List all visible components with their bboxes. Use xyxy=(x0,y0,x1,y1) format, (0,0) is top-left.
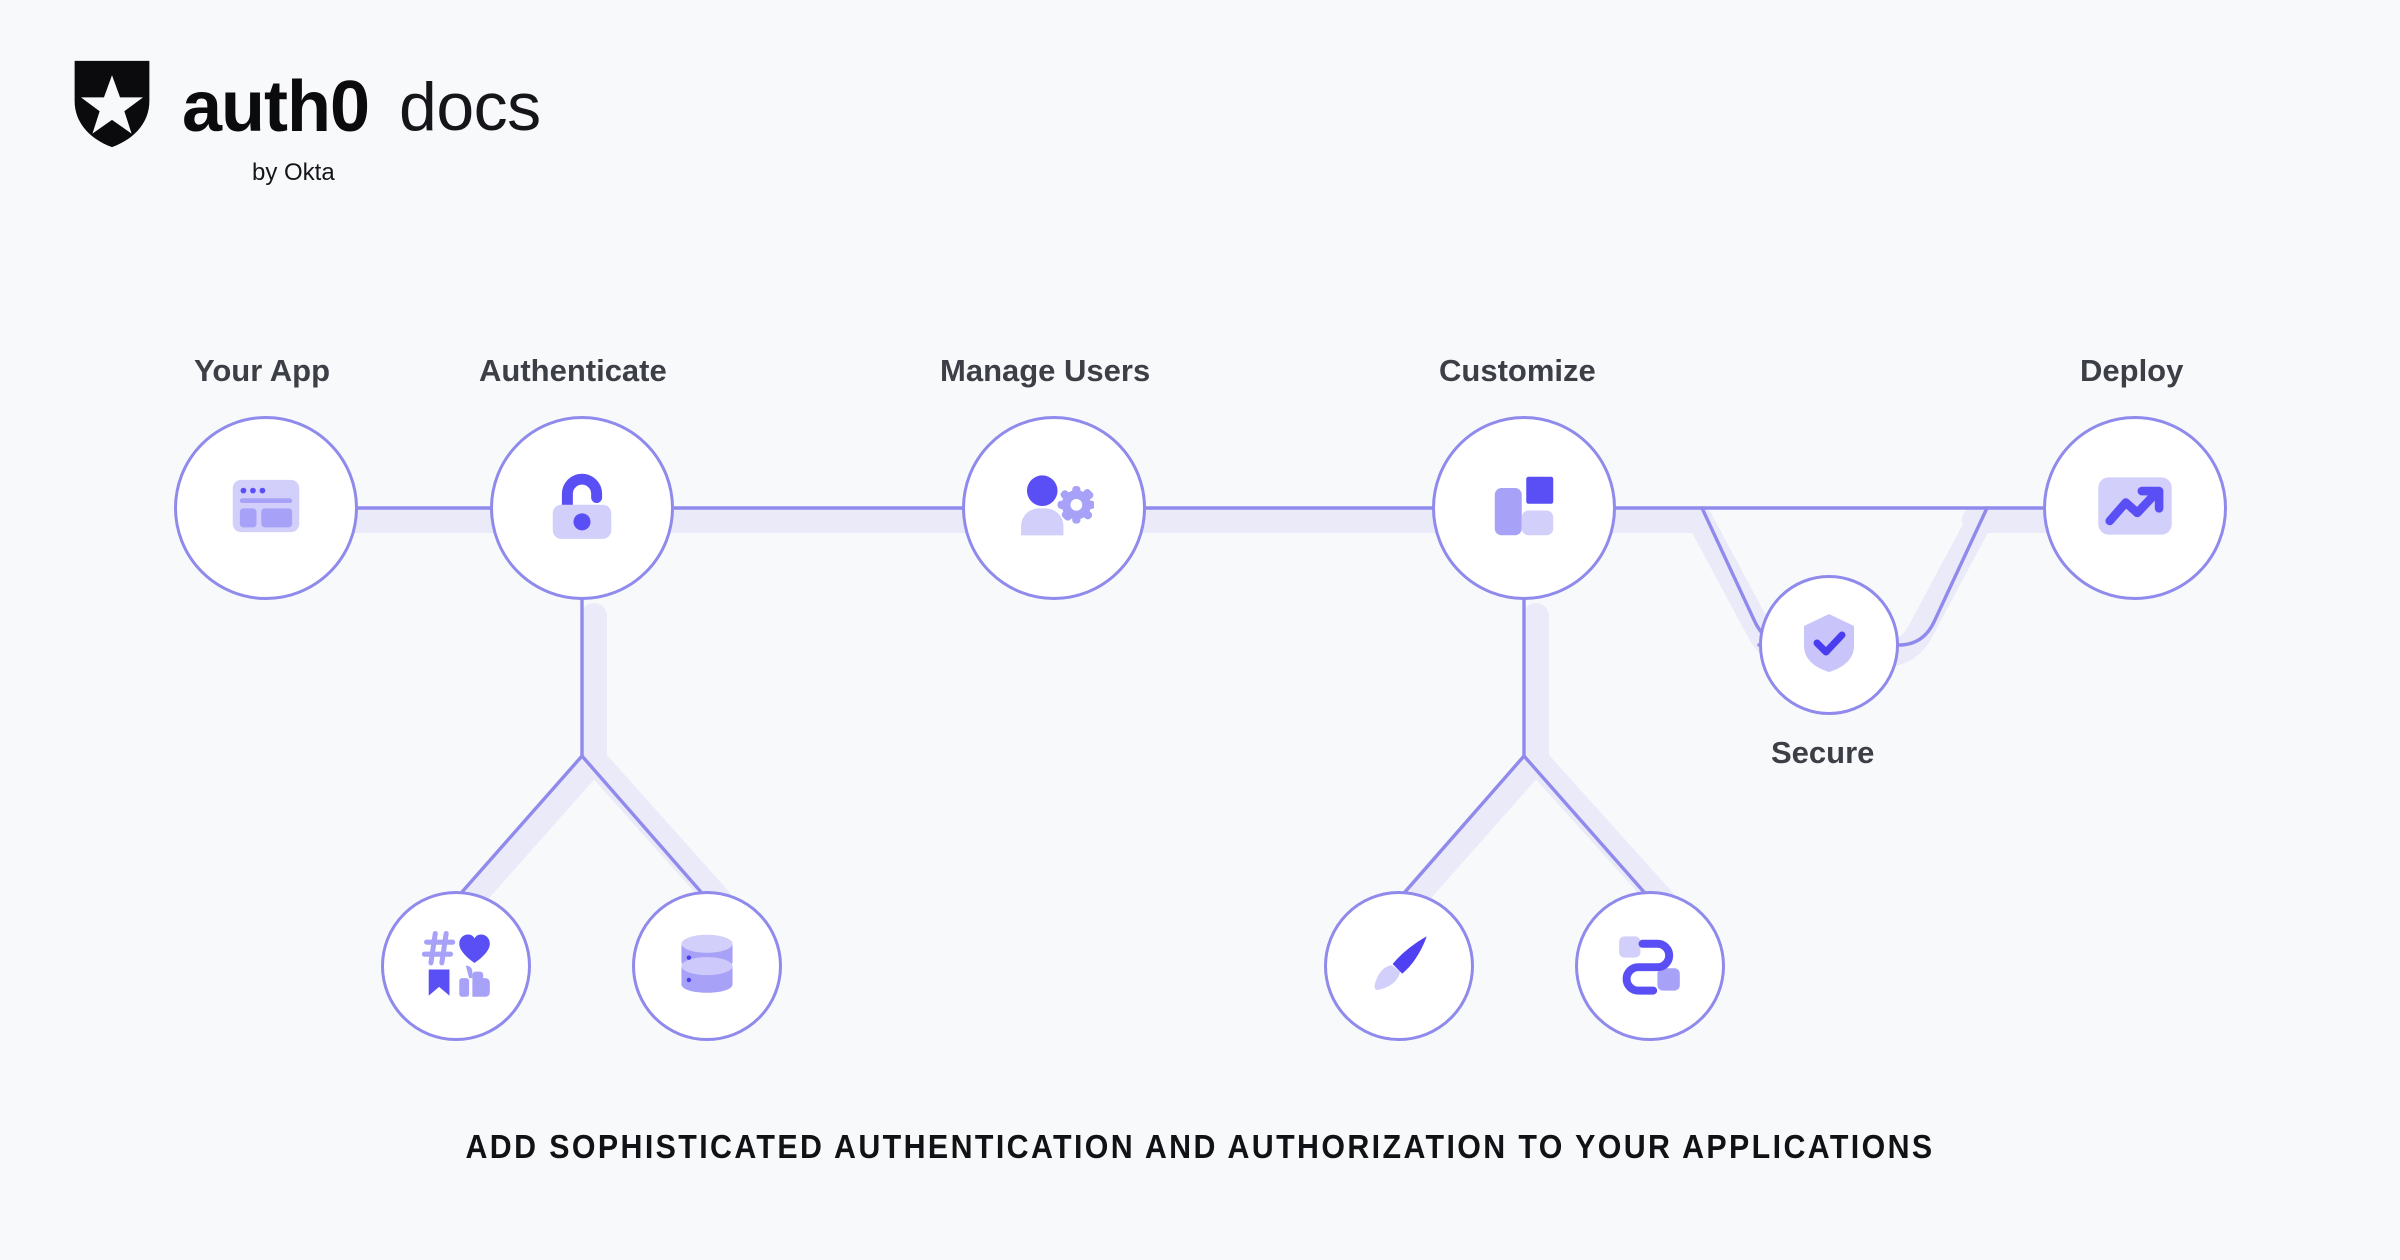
node-your-app[interactable] xyxy=(174,416,358,600)
node-label-customize: Customize xyxy=(1439,353,1596,388)
node-label-manage-users: Manage Users xyxy=(940,353,1151,388)
unlocked-padlock-icon xyxy=(543,467,621,550)
brand-product-name: docs xyxy=(399,68,541,145)
node-secure[interactable] xyxy=(1759,575,1899,715)
browser-window-icon xyxy=(228,468,304,549)
node-label-deploy: Deploy xyxy=(2080,353,2184,388)
trend-up-arrow-icon xyxy=(2096,472,2174,545)
thumbs-up-icon xyxy=(459,965,490,997)
brand-wordmark: auth0 xyxy=(182,66,370,147)
node-database[interactable] xyxy=(632,891,782,1041)
node-label-authenticate: Authenticate xyxy=(479,353,667,388)
node-deploy[interactable] xyxy=(2043,416,2227,600)
brand-header: auth0 docs by Okta xyxy=(66,58,541,185)
heart-icon xyxy=(459,934,490,963)
node-authenticate[interactable] xyxy=(490,416,674,600)
node-customize[interactable] xyxy=(1432,416,1616,600)
node-label-secure: Secure xyxy=(1771,735,1875,770)
user-gear-icon xyxy=(1014,469,1096,548)
brand-byline: by Okta xyxy=(252,159,335,186)
workflow-path-icon xyxy=(1617,933,1683,1000)
node-manage-users[interactable] xyxy=(962,416,1146,600)
database-icon xyxy=(677,931,737,1002)
auth0-shield-star-icon xyxy=(66,58,158,155)
bookmark-icon xyxy=(428,968,450,996)
layout-blocks-icon xyxy=(1488,470,1560,547)
node-extensibility[interactable] xyxy=(1575,891,1725,1041)
node-branding[interactable] xyxy=(1324,891,1474,1041)
hashtag-icon xyxy=(421,930,456,965)
node-label-your-app: Your App xyxy=(194,353,331,388)
brand-row: auth0 docs xyxy=(66,58,541,155)
node-social[interactable] xyxy=(381,891,531,1041)
social-icons-group xyxy=(420,930,492,1003)
paintbrush-icon xyxy=(1366,931,1432,1002)
shield-check-icon xyxy=(1798,612,1860,679)
page-tagline: ADD SOPHISTICATED AUTHENTICATION AND AUT… xyxy=(465,1128,1935,1165)
